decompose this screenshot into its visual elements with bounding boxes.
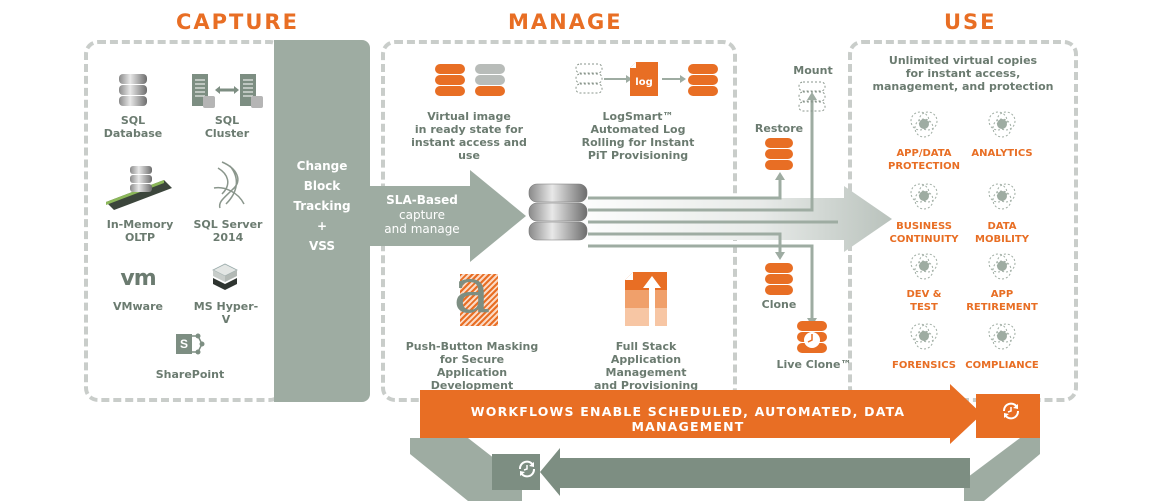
use-case-icon — [988, 253, 1016, 280]
distribution-lines — [588, 92, 838, 326]
use-case-compliance: COMPLIANCE — [965, 360, 1039, 371]
forward-clock-box — [976, 394, 1040, 438]
operation-label-clone: Clone — [761, 298, 797, 311]
use-title: USE — [944, 10, 997, 34]
use-case-icon — [988, 111, 1016, 138]
hyper-v-icon — [212, 263, 238, 290]
sla-arrow-subtitle: capture and manage — [384, 208, 460, 236]
use-case-icon — [988, 183, 1016, 210]
operation-label-mount: Mount — [793, 64, 833, 77]
feature-label-masking: Push-Button Masking for Secure Applicati… — [405, 340, 539, 392]
source-label-ms-hyper-v: MS Hyper-V — [193, 300, 259, 326]
feature-label-full-stack: Full Stack Application Management and Pr… — [593, 340, 699, 392]
use-case-data-mobility: DATA MOBILITY — [975, 221, 1029, 245]
feature-label-virtual-image: Virtual image in ready state for instant… — [411, 110, 527, 162]
feature-label-logsmart: LogSmart™ Automated Log Rolling for Inst… — [581, 110, 695, 162]
memory-module-icon — [106, 166, 172, 210]
sharepoint-icon: S — [176, 332, 205, 356]
source-label-in-memory-oltp: In-Memory OLTP — [106, 218, 174, 244]
source-label-sharepoint: SharePoint — [155, 368, 225, 381]
mount-db-icon — [798, 81, 826, 112]
use-case-forensics: FORENSICS — [892, 360, 956, 371]
change-block-tracking-bar — [274, 40, 370, 402]
use-intro: Unlimited virtual copies for instant acc… — [872, 54, 1054, 93]
sharepoint-glyph: S — [176, 334, 192, 354]
server-cluster-icon — [192, 74, 263, 108]
return-clock-icon — [519, 460, 535, 478]
change-block-tracking-label: Change Block Tracking + VSS — [293, 159, 351, 253]
use-case-business-continuity: BUSINESS CONTINUITY — [889, 221, 959, 245]
source-label-sql-server-2014: SQL Server 2014 — [193, 218, 263, 244]
use-case-dev-test: DEV & TEST — [906, 289, 942, 313]
forward-clock-icon — [1003, 402, 1019, 420]
vmware-logo-icon: vm — [120, 266, 156, 291]
source-label-sql-cluster: SQL Cluster — [204, 114, 250, 140]
use-case-app-retirement: APP RETIREMENT — [966, 289, 1038, 313]
use-case-icon — [910, 323, 938, 350]
use-case-app-data-protection: APP/DATA PROTECTION — [888, 148, 960, 172]
virtual-image-icon — [435, 64, 505, 96]
central-database-icon — [528, 183, 588, 241]
database-icon — [119, 74, 147, 106]
source-label-sql-database: SQL Database — [103, 114, 163, 140]
use-case-icon — [910, 111, 938, 138]
sla-arrow-title: SLA-Based — [386, 193, 458, 207]
operation-label-live-clone: Live Clone™ — [776, 358, 852, 371]
source-label-vmware: VMware — [113, 300, 163, 313]
return-clock-box — [492, 454, 540, 490]
sql-server-logo-icon — [213, 161, 245, 209]
use-case-analytics: ANALYTICS — [971, 148, 1033, 159]
workflow-loop — [410, 384, 1040, 501]
use-case-icon — [910, 183, 938, 210]
sla-arrow — [370, 170, 526, 262]
use-case-icon — [910, 253, 938, 280]
log-rolling-icon: log — [575, 62, 718, 96]
live-clone-db-icon — [797, 321, 827, 353]
use-case-icon — [988, 323, 1016, 350]
restore-db-icon — [765, 138, 793, 170]
full-stack-icon — [625, 272, 667, 326]
clone-db-icon — [765, 263, 793, 295]
operation-label-restore: Restore — [754, 122, 804, 135]
workflow-banner: WORKFLOWS ENABLE SCHEDULED, AUTOMATED, D… — [470, 404, 906, 434]
capture-title: CAPTURE — [176, 10, 299, 34]
masking-icon: a — [446, 260, 498, 326]
log-badge: log — [635, 77, 652, 88]
manage-title: MANAGE — [508, 10, 623, 34]
